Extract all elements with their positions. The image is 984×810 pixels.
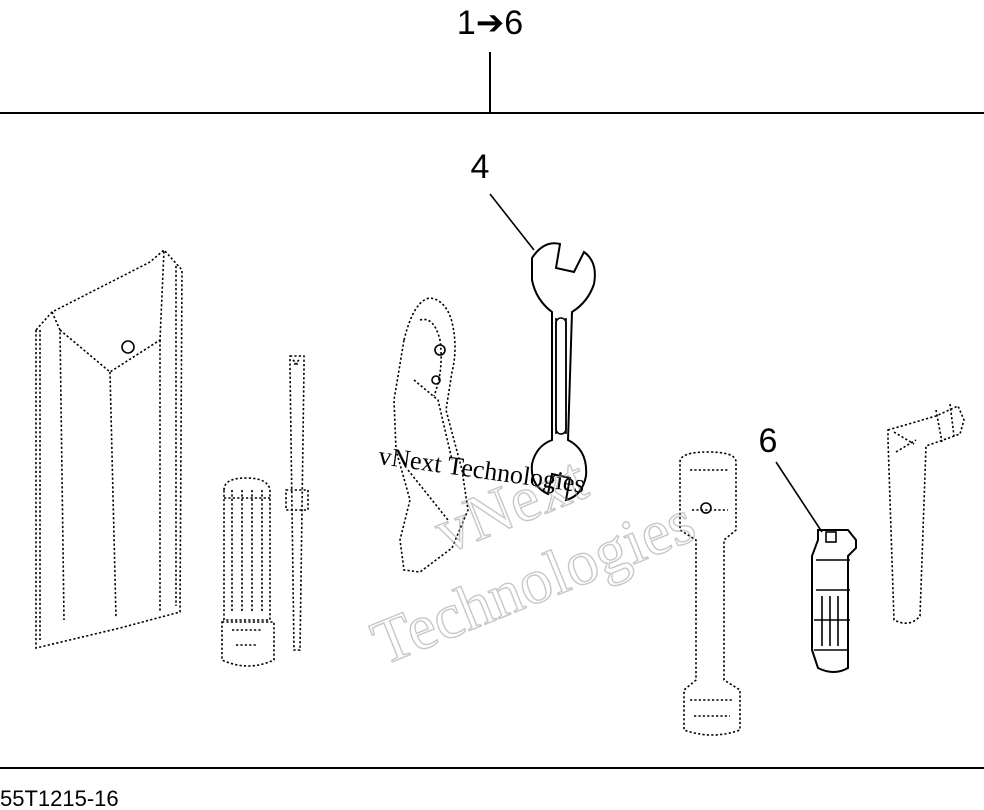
tool-pouch xyxy=(35,248,183,650)
figure-code: 55T1215-16 xyxy=(0,786,119,810)
callout-4-leader xyxy=(489,193,535,251)
spark-plug-socket xyxy=(679,451,741,736)
open-end-wrench xyxy=(530,242,596,502)
flashlight xyxy=(811,529,857,673)
l-wrench xyxy=(887,403,965,624)
handle-socket xyxy=(221,477,275,667)
screwdriver-rod xyxy=(285,355,309,651)
range-label: 1➔6 xyxy=(457,4,523,42)
pliers xyxy=(393,297,469,573)
callout-6-label: 6 xyxy=(759,422,778,460)
callout-4-label: 4 xyxy=(471,148,490,186)
callout-6-leader xyxy=(775,461,823,533)
